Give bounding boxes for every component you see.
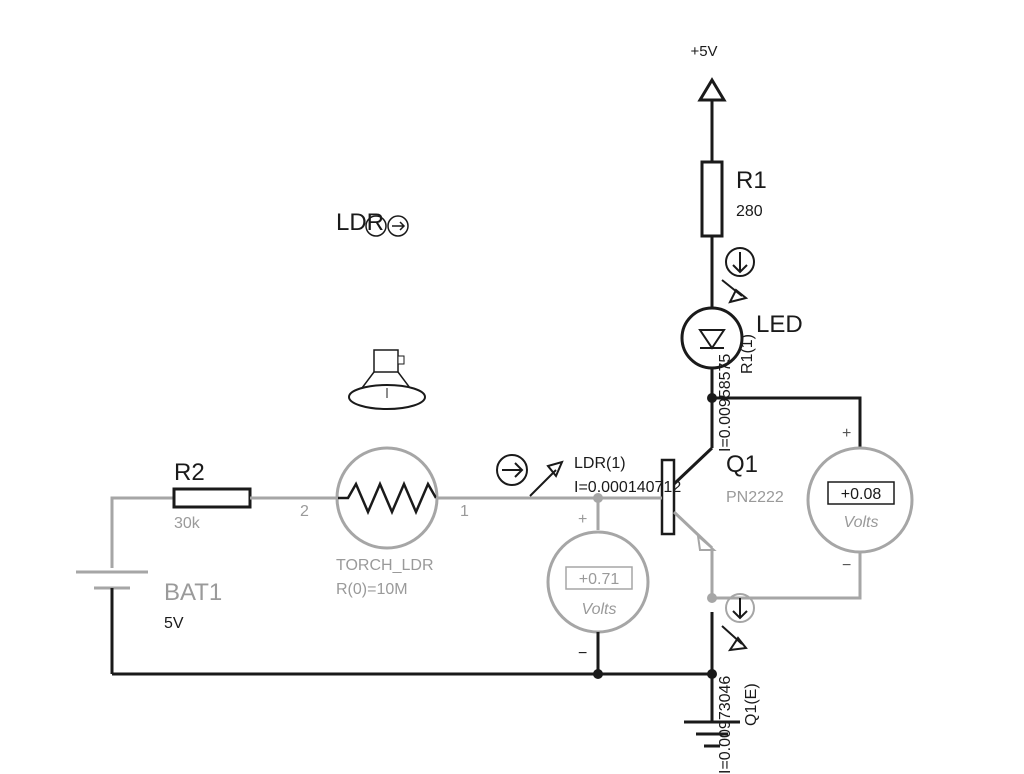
ldr-probe-ref: LDR(1) xyxy=(574,455,626,472)
led-triangle xyxy=(698,329,726,350)
ldr-probe-current: I=0.000140712 xyxy=(574,479,681,496)
battery-value-label: 5V xyxy=(164,615,184,632)
wire-meter-emitter xyxy=(712,552,862,600)
emitter-probe-current: I=0.00973046 xyxy=(717,676,734,774)
led-label: LED xyxy=(756,311,803,338)
q1-collector-lead xyxy=(672,446,714,486)
ldr-sim-arrow-glyph xyxy=(392,221,406,231)
supply-terminal[interactable]: +5V xyxy=(690,43,727,162)
torch-ldr-pin-1: 1 xyxy=(460,503,469,520)
torch-lamp-icon[interactable] xyxy=(348,349,426,410)
ldr-sim-label: LDR xyxy=(336,209,384,236)
r2-ref-label: R2 xyxy=(174,459,205,486)
wire-battery-r2 xyxy=(110,496,174,568)
led-d1[interactable]: LED xyxy=(680,306,803,370)
vm-collector-display xyxy=(827,481,895,505)
voltmeter-base[interactable]: + +0.71 Volts − xyxy=(546,511,650,662)
resistor-r1-body xyxy=(700,160,724,238)
vm-base-reading: +0.71 xyxy=(579,571,620,588)
wire-collector-meter xyxy=(712,396,862,470)
vm-collector-reading: +0.08 xyxy=(841,486,882,503)
torch-ldr[interactable]: 2 1 TORCH_LDR R(0)=10M xyxy=(300,446,469,598)
battery-bat1[interactable]: BAT1 5V xyxy=(76,570,222,632)
emitter-current-probe[interactable] xyxy=(721,593,755,652)
torch-ldr-zigzag xyxy=(338,480,438,516)
r1-value-label: 280 xyxy=(736,203,763,220)
torch-lamp-base xyxy=(373,349,399,373)
probe-arrow-right-icon xyxy=(496,454,528,486)
voltmeter-collector[interactable]: + +0.08 Volts − xyxy=(806,425,914,574)
transistor-q1[interactable]: Q1 PN2222 xyxy=(660,446,784,551)
q1-base-bar xyxy=(660,458,676,536)
emitter-probe-ref: Q1(E) xyxy=(743,683,760,726)
battery-ref-label: BAT1 xyxy=(164,579,222,606)
r2-value-label: 30k xyxy=(174,515,201,532)
vm-base-plus: + xyxy=(578,511,587,528)
probe-arrow-down-icon-2 xyxy=(725,593,755,623)
led-probe-ref: R1(1) xyxy=(739,334,756,374)
ldr-sim-label-group[interactable]: LDR xyxy=(336,209,409,237)
supply-label: +5V xyxy=(690,43,717,60)
led-current-probe[interactable] xyxy=(721,247,755,304)
torch-lamp-reflector xyxy=(361,371,411,389)
resistor-r2-body xyxy=(172,487,252,509)
r1-ref-label: R1 xyxy=(736,167,767,194)
ldr-sim-button-right-icon xyxy=(387,215,409,237)
resistor-r2[interactable]: R2 30k xyxy=(172,459,252,532)
ldr-current-probe[interactable]: LDR(1) I=0.000140712 xyxy=(496,454,681,497)
torch-ldr-name: TORCH_LDR xyxy=(336,557,434,574)
resistor-r1[interactable]: R1 280 xyxy=(700,160,767,238)
led-probe-current: I=0.00958575 xyxy=(717,354,734,452)
q1-emitter-arrow-icon xyxy=(696,533,717,551)
q1-part-label: PN2222 xyxy=(726,489,784,506)
vm-base-display xyxy=(565,566,633,590)
node-ground-right xyxy=(707,669,717,679)
node-ground-left xyxy=(593,669,603,679)
torch-lamp-switch xyxy=(397,355,405,365)
vm-base-minus: − xyxy=(578,645,587,662)
vm-collector-minus: − xyxy=(842,557,851,574)
node-emitter xyxy=(707,593,717,603)
vm-base-unit: Volts xyxy=(582,601,617,618)
probe-arrow-down-icon xyxy=(725,247,755,277)
torch-ldr-param: R(0)=10M xyxy=(336,581,408,598)
probe-arrow-down-glyph-2 xyxy=(732,598,748,620)
vm-collector-plus: + xyxy=(842,425,851,442)
q1-ref-label: Q1 xyxy=(726,451,758,478)
probe-arrow-down-glyph xyxy=(732,252,748,274)
ground-symbol xyxy=(684,720,740,748)
supply-arrow-icon xyxy=(697,77,727,102)
probe-pointer-icon-2 xyxy=(721,625,748,652)
torch-ldr-pin-2: 2 xyxy=(300,503,309,520)
vm-collector-unit: Volts xyxy=(844,514,879,531)
probe-arrow-right-glyph xyxy=(502,462,524,478)
probe-pointer-icon-3 xyxy=(529,460,564,497)
ldr-sim-button-left-icon xyxy=(365,215,387,237)
probe-pointer-icon xyxy=(721,279,749,304)
